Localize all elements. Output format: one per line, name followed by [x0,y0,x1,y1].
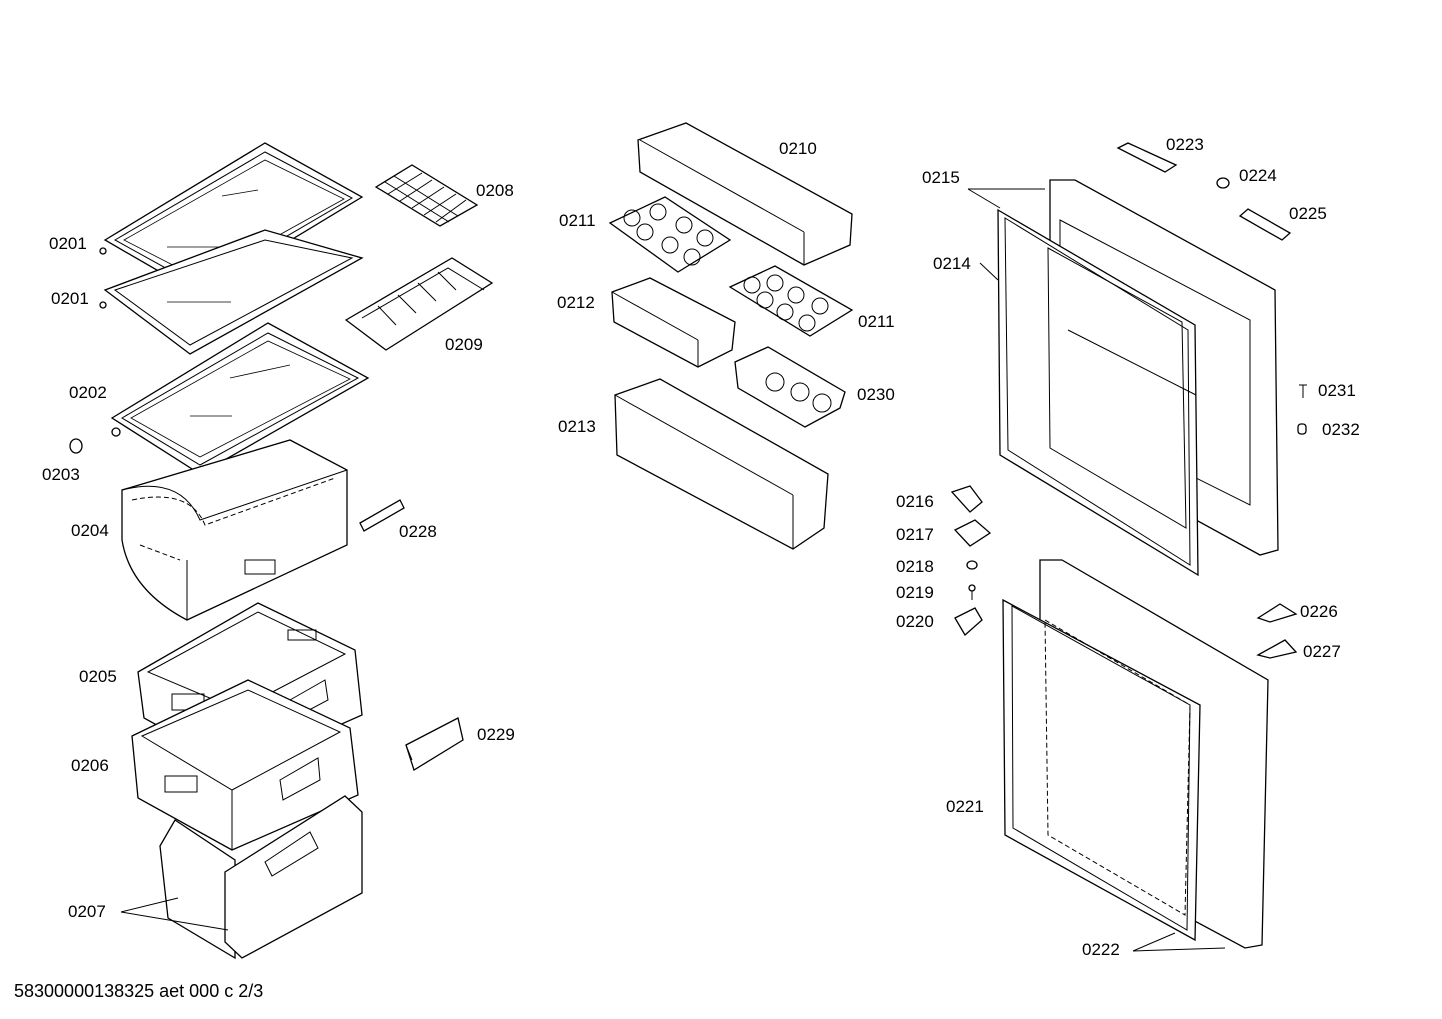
label-0224: 0224 [1239,166,1277,185]
door-box-0212 [611,277,736,368]
glass-shelf-0201-bottom [99,229,364,355]
ice-tray-0208 [374,164,479,227]
label-0208: 0208 [476,181,514,200]
cap-0224 [1216,177,1230,189]
crisper-frame-0204 [121,439,348,621]
label-0228: 0228 [399,522,437,541]
tray-0209 [344,257,494,351]
label-0213: 0213 [558,417,596,436]
label-0206: 0206 [71,756,109,775]
label-0211-b: 0211 [858,312,895,331]
label-0229: 0229 [477,725,515,744]
label-0210: 0210 [779,139,817,158]
label-0201-a: 0201 [49,234,87,253]
drawer-front-0207 [159,795,363,960]
label-0231: 0231 [1318,381,1356,400]
screw-0219 [968,584,976,600]
strip-0225 [1238,208,1292,241]
leader-lines [120,188,1226,952]
screw-0231 [1299,384,1307,398]
strip-0223 [1116,142,1178,173]
hinge-0216 [950,485,983,513]
label-0215: 0215 [922,168,960,187]
clip-0228 [359,499,405,532]
label-0214: 0214 [933,254,971,273]
door-shelf-0210 [637,122,853,266]
box-0230 [734,346,846,428]
part-0226 [1256,603,1298,623]
label-0223: 0223 [1166,135,1204,154]
washer-0218 [966,560,978,570]
label-0207: 0207 [68,902,106,921]
label-0201-b: 0201 [51,289,89,308]
label-0212: 0212 [557,293,595,312]
lower-door-0221-0222 [1002,559,1269,949]
label-0205: 0205 [79,667,117,686]
label-0203: 0203 [42,465,80,484]
egg-tray-0211-b [728,265,854,337]
door-shelf-0213 [614,378,829,550]
document-id-footer: 58300000138325 aet 000 c 2/3 [14,981,264,1001]
label-0219: 0219 [896,583,934,602]
label-0220: 0220 [896,612,934,631]
hinge-0217 [953,519,992,547]
label-0218: 0218 [896,557,934,576]
label-0222: 0222 [1082,940,1120,959]
plug-0203 [69,438,83,454]
part-0227 [1256,639,1298,659]
label-0232: 0232 [1322,420,1360,439]
label-0226: 0226 [1300,602,1338,621]
handle-0229 [405,717,464,771]
label-0217: 0217 [896,525,934,544]
drawer-0206 [131,679,359,851]
label-0230: 0230 [857,385,895,404]
upper-door-0214-0215 [997,179,1279,577]
cap-0232 [1297,423,1307,435]
label-0216: 0216 [896,492,934,511]
label-0225: 0225 [1289,204,1327,223]
label-0227: 0227 [1303,642,1341,661]
hinge-0220 [954,607,983,637]
label-0209: 0209 [445,335,483,354]
glass-shelf-0202 [110,322,370,475]
label-0202: 0202 [69,383,107,402]
egg-tray-0211-a [608,196,732,273]
label-0204: 0204 [71,521,109,540]
label-0211-a: 0211 [559,211,596,230]
label-0221: 0221 [946,797,984,816]
